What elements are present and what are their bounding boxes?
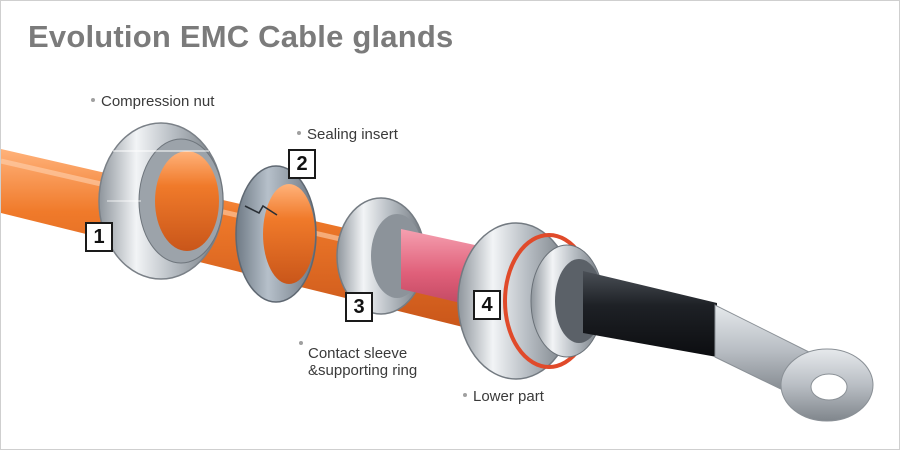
label-compression-nut: Compression nut	[91, 93, 214, 110]
sealing-insert	[235, 165, 317, 303]
label-sealing-insert: Sealing insert	[297, 126, 398, 143]
heat-shrink	[583, 271, 717, 357]
bullet-dot	[463, 393, 467, 398]
part-number-2: 2	[288, 149, 316, 179]
compression-nut	[98, 122, 224, 280]
part-number-1: 1	[85, 222, 113, 252]
cable-lug	[714, 304, 874, 422]
diagram-title: Evolution EMC Cable glands	[28, 19, 454, 54]
bullet-dot	[299, 341, 303, 345]
label-lower-part: Lower part	[463, 388, 544, 405]
part-number-3: 3	[345, 292, 373, 322]
bullet-dot	[297, 131, 301, 136]
bullet-dot	[91, 98, 95, 103]
part-number-4: 4	[473, 290, 501, 320]
label-contact-sleeve: Contact sleeve &supporting ring	[299, 328, 417, 396]
